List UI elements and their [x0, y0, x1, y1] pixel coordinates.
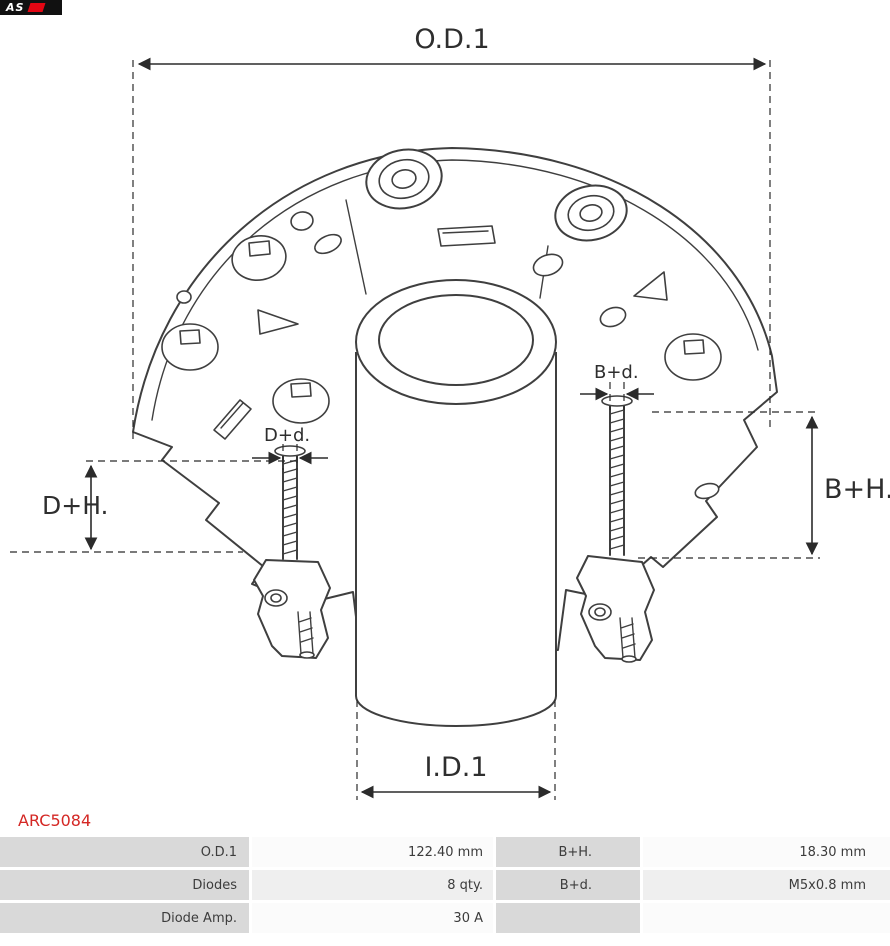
top-grommets [365, 148, 628, 242]
spec-cell-value: 18.30 mm [643, 837, 890, 867]
brand-logo-text: AS [6, 1, 25, 14]
left-stud-bolt [253, 445, 331, 659]
spec-row: O.D.1 122.40 mm B+H. 18.30 mm [0, 837, 890, 867]
dimension-od1: O.D.1 [132, 24, 771, 442]
spec-cell-label [496, 903, 640, 933]
spec-cell-label: B+H. [496, 837, 640, 867]
spec-cell-label: Diode Amp. [0, 903, 249, 933]
diode-details [161, 211, 722, 500]
spec-cell-label: B+d. [496, 870, 640, 900]
dim-label-od1: O.D.1 [414, 24, 489, 55]
dim-label-dh: D+H. [42, 491, 109, 520]
dim-label-bd: B+d. [594, 362, 639, 383]
dimension-dd: D+d. [252, 425, 328, 470]
dimension-bh: B+H. [638, 411, 890, 559]
rectifier-diagram: O.D.1 I.D.1 D+H. B+H. [10, 24, 890, 800]
technical-drawing: O.D.1 I.D.1 D+H. B+H. [10, 24, 890, 800]
brand-logo-accent [27, 3, 46, 12]
part-number: ARC5084 [18, 811, 92, 830]
spec-cell-value: 122.40 mm [252, 837, 493, 867]
dim-label-bh: B+H. [824, 474, 890, 505]
spec-table: O.D.1 122.40 mm B+H. 18.30 mm Diodes 8 q… [0, 837, 890, 933]
spec-cell-label: O.D.1 [0, 837, 249, 867]
right-stud-bolt [576, 395, 655, 663]
spec-row: Diodes 8 qty. B+d. M5x0.8 mm [0, 870, 890, 900]
dim-label-dd: D+d. [264, 425, 310, 446]
dimension-bd: B+d. [580, 362, 654, 410]
brand-logo: AS [0, 0, 62, 15]
spec-cell-value: M5x0.8 mm [643, 870, 890, 900]
dimension-id1: I.D.1 [356, 700, 556, 800]
spec-cell-label: Diodes [0, 870, 249, 900]
spec-cell-value [643, 903, 890, 933]
dimension-dh: D+H. [10, 460, 298, 553]
spec-cell-value: 30 A [252, 903, 493, 933]
spec-cell-value: 8 qty. [252, 870, 493, 900]
central-bore [355, 279, 557, 727]
spec-row: Diode Amp. 30 A [0, 903, 890, 933]
dim-label-id1: I.D.1 [424, 752, 487, 783]
